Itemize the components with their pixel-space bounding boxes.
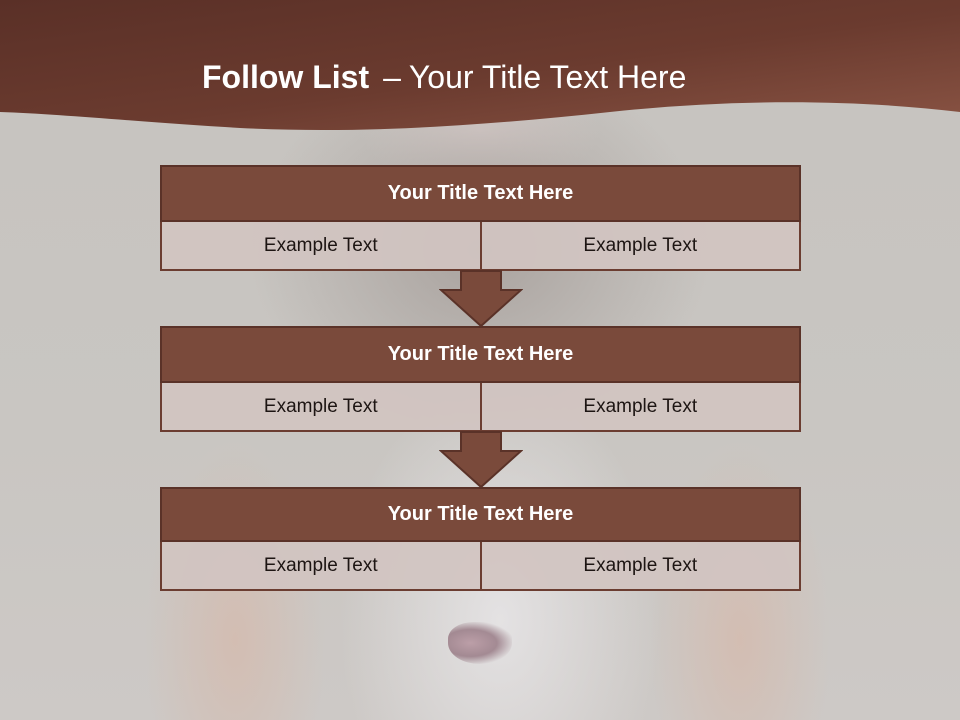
block-cell-right: Example Text	[481, 383, 801, 432]
block-title: Your Title Text Here	[160, 326, 801, 383]
block-title: Your Title Text Here	[160, 487, 801, 542]
block-row: Example Text Example Text	[160, 383, 801, 432]
header-band: Follow List–Your Title Text Here	[0, 0, 960, 140]
flow-block-3: Your Title Text Here Example Text Exampl…	[160, 487, 801, 591]
title-separator: –	[383, 59, 401, 95]
block-cell-left: Example Text	[160, 383, 482, 432]
block-cell-left: Example Text	[160, 542, 482, 591]
block-cell-right: Example Text	[481, 542, 801, 591]
block-title: Your Title Text Here	[160, 165, 801, 222]
block-cell-right: Example Text	[481, 222, 801, 271]
slide-title: Follow List–Your Title Text Here	[202, 55, 686, 99]
header-wave-shape	[0, 0, 960, 131]
down-arrow-icon	[439, 431, 523, 489]
flow-block-2: Your Title Text Here Example Text Exampl…	[160, 326, 801, 432]
block-cell-left: Example Text	[160, 222, 482, 271]
title-rest-text: Your Title Text Here	[408, 59, 687, 95]
block-row: Example Text Example Text	[160, 542, 801, 591]
title-bold-text: Follow List	[202, 59, 370, 95]
background-brooch	[448, 622, 512, 664]
flow-block-1: Your Title Text Here Example Text Exampl…	[160, 165, 801, 271]
block-row: Example Text Example Text	[160, 222, 801, 271]
down-arrow-icon	[439, 270, 523, 328]
